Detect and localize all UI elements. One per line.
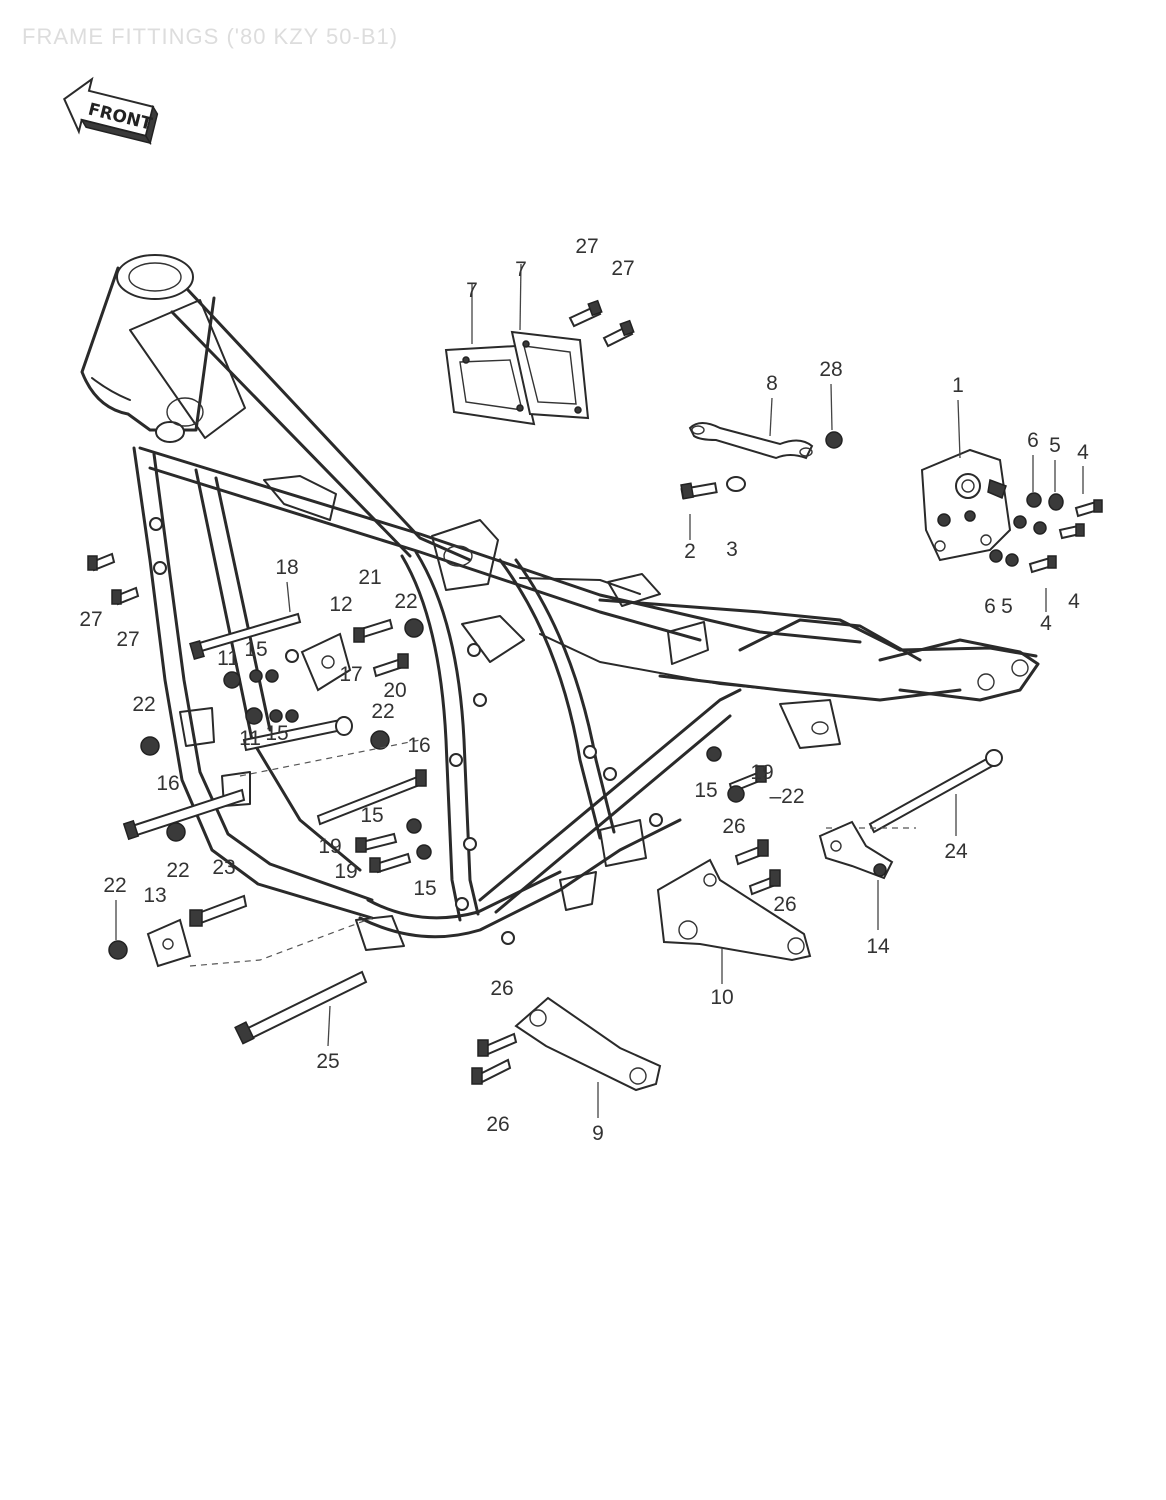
nut-part-22-right xyxy=(727,785,745,803)
callout-label: 12 xyxy=(329,593,352,616)
callout-label: 26 xyxy=(773,893,796,916)
callout-label: 7 xyxy=(515,258,527,281)
callout-label: 27 xyxy=(575,235,598,258)
callout-label: 20 xyxy=(383,679,406,702)
long-bolt-part-16 xyxy=(122,788,246,841)
callout-label: 27 xyxy=(79,608,102,631)
leader-dashed-13 xyxy=(189,917,373,967)
bolt-part-26-lower xyxy=(471,1032,518,1085)
bracket-part-14 xyxy=(818,820,894,880)
callout-label: 22 xyxy=(166,859,189,882)
nut-part-28 xyxy=(825,431,843,449)
callout-label: 23 xyxy=(212,856,235,879)
callout-label: 18 xyxy=(275,556,298,579)
callout-label: 22 xyxy=(371,700,394,723)
callout-label: 19 xyxy=(334,860,357,883)
callout-label: 15 xyxy=(360,804,383,827)
callout-label: 26 xyxy=(486,1113,509,1136)
callout-label: 7 xyxy=(466,279,478,302)
shaft-part-17 xyxy=(242,716,353,752)
front-arrow-icon: FRONT xyxy=(63,76,159,146)
callout-label: 8 xyxy=(766,372,778,395)
callout-label: 19 xyxy=(750,761,773,784)
bolt-part-23 xyxy=(189,894,248,927)
callout-label: 1 xyxy=(952,374,964,397)
callout-label: –22 xyxy=(769,785,804,808)
bolt-part-20 xyxy=(372,653,409,678)
callout-label: 26 xyxy=(722,815,745,838)
fastener-set-parts-4-5-6 xyxy=(989,492,1103,574)
nut-part-15-bottom xyxy=(416,844,432,860)
callout-label: 10 xyxy=(710,986,733,1009)
callout-label: 27 xyxy=(611,257,634,280)
callout-label: 4 xyxy=(1077,441,1089,464)
callout-label: 16 xyxy=(156,772,179,795)
bolt-part-19-left xyxy=(355,832,412,874)
callout-label: 21 xyxy=(358,566,381,589)
callout-label: 15 xyxy=(694,779,717,802)
callout-label: 11 xyxy=(239,727,261,750)
callout-label: 15 xyxy=(413,877,436,900)
motorcycle-frame xyxy=(80,254,1040,951)
callout-label: 26 xyxy=(490,977,513,1000)
callout-label: 27 xyxy=(116,628,139,651)
engine-bracket-part-9 xyxy=(514,996,662,1092)
bolt-part-26-upper xyxy=(734,839,781,896)
mounting-plate-part-12 xyxy=(300,632,352,692)
callout-label: 3 xyxy=(726,538,738,561)
callout-label: 2 xyxy=(684,540,696,563)
callout-label: 9 xyxy=(592,1122,604,1145)
callout-label: 6 xyxy=(984,595,996,618)
nut-part-22-mid xyxy=(166,822,186,842)
callout-label: 14 xyxy=(866,935,890,958)
callout-label: 24 xyxy=(944,840,968,863)
nut-part-22-upper xyxy=(404,618,424,638)
callout-label: 17 xyxy=(339,663,362,686)
callout-label: 25 xyxy=(316,1050,339,1073)
bracket-plate-part-1 xyxy=(920,448,1012,562)
nut-part-22-bottom xyxy=(108,940,128,960)
nut-cluster-parts-11-15 xyxy=(223,669,299,725)
callout-label: 22 xyxy=(103,874,126,897)
gasket-plate-part-7 xyxy=(444,330,590,426)
nut-part-15-right xyxy=(706,746,722,762)
callout-label: 19 xyxy=(318,835,341,858)
diagram-title: FRAME FITTINGS ('80 KZY 50-B1) xyxy=(22,24,399,49)
callout-label: 13 xyxy=(143,884,166,907)
long-bolt-part-15 xyxy=(239,739,427,826)
nut-part-15-lower xyxy=(406,818,422,834)
callout-label: 15 xyxy=(244,638,267,661)
bolt-part-2 xyxy=(680,482,718,500)
leader-lines xyxy=(115,263,1084,1118)
callout-label: 5 xyxy=(1049,434,1061,457)
callout-label: 4 xyxy=(1068,590,1080,613)
stay-bracket-part-8 xyxy=(688,422,814,460)
callout-label: 28 xyxy=(819,358,842,381)
callout-label: 4 xyxy=(1040,612,1052,635)
callout-label: 5 xyxy=(1001,595,1013,618)
engine-bracket-part-10 xyxy=(656,858,812,962)
callout-label: 15 xyxy=(265,722,288,745)
washer-part-3 xyxy=(726,476,746,492)
callout-label: 16 xyxy=(407,734,430,757)
callout-label: 22 xyxy=(132,693,155,716)
callout-label: 22 xyxy=(394,590,417,613)
callout-label: 6 xyxy=(1027,429,1039,452)
bolt-part-27-upper xyxy=(568,299,635,348)
callout-label: 11 xyxy=(217,647,239,670)
nut-part-22-left xyxy=(140,736,160,756)
nut-part-16-upper xyxy=(370,730,390,750)
bolt-part-27-left xyxy=(87,552,140,606)
long-bolt-part-18 xyxy=(189,612,302,660)
bolt-part-21 xyxy=(353,618,394,643)
long-bolt-part-25 xyxy=(234,970,368,1045)
mounting-plate-part-13 xyxy=(146,918,192,968)
long-bolt-part-24 xyxy=(868,749,1003,834)
